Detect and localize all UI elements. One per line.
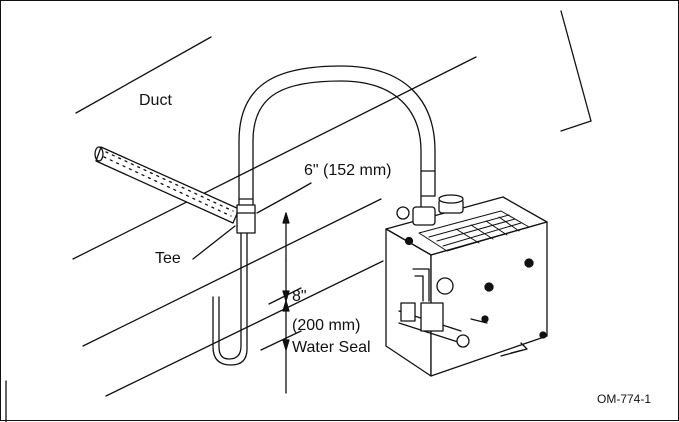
perforated-tube — [94, 146, 240, 224]
water-seal-label: Water Seal — [292, 339, 371, 356]
duct-label: Duct — [139, 92, 172, 109]
figure-code-label: OM-774-1 — [597, 392, 652, 406]
humidifier-unit — [385, 194, 548, 377]
hose-loop — [238, 65, 436, 207]
dimension-lower-in-label: 8" — [292, 288, 307, 305]
dimension-lower-mm-label: (200 mm) — [292, 317, 361, 334]
duct-outline — [72, 10, 592, 397]
dimension-lines — [256, 182, 312, 394]
dimension-upper-label: 6" (152 mm) — [304, 162, 392, 179]
tee-label: Tee — [155, 250, 181, 267]
tee-leader — [192, 225, 236, 260]
water-seal-trap — [212, 232, 248, 366]
tee-fitting — [236, 204, 256, 234]
